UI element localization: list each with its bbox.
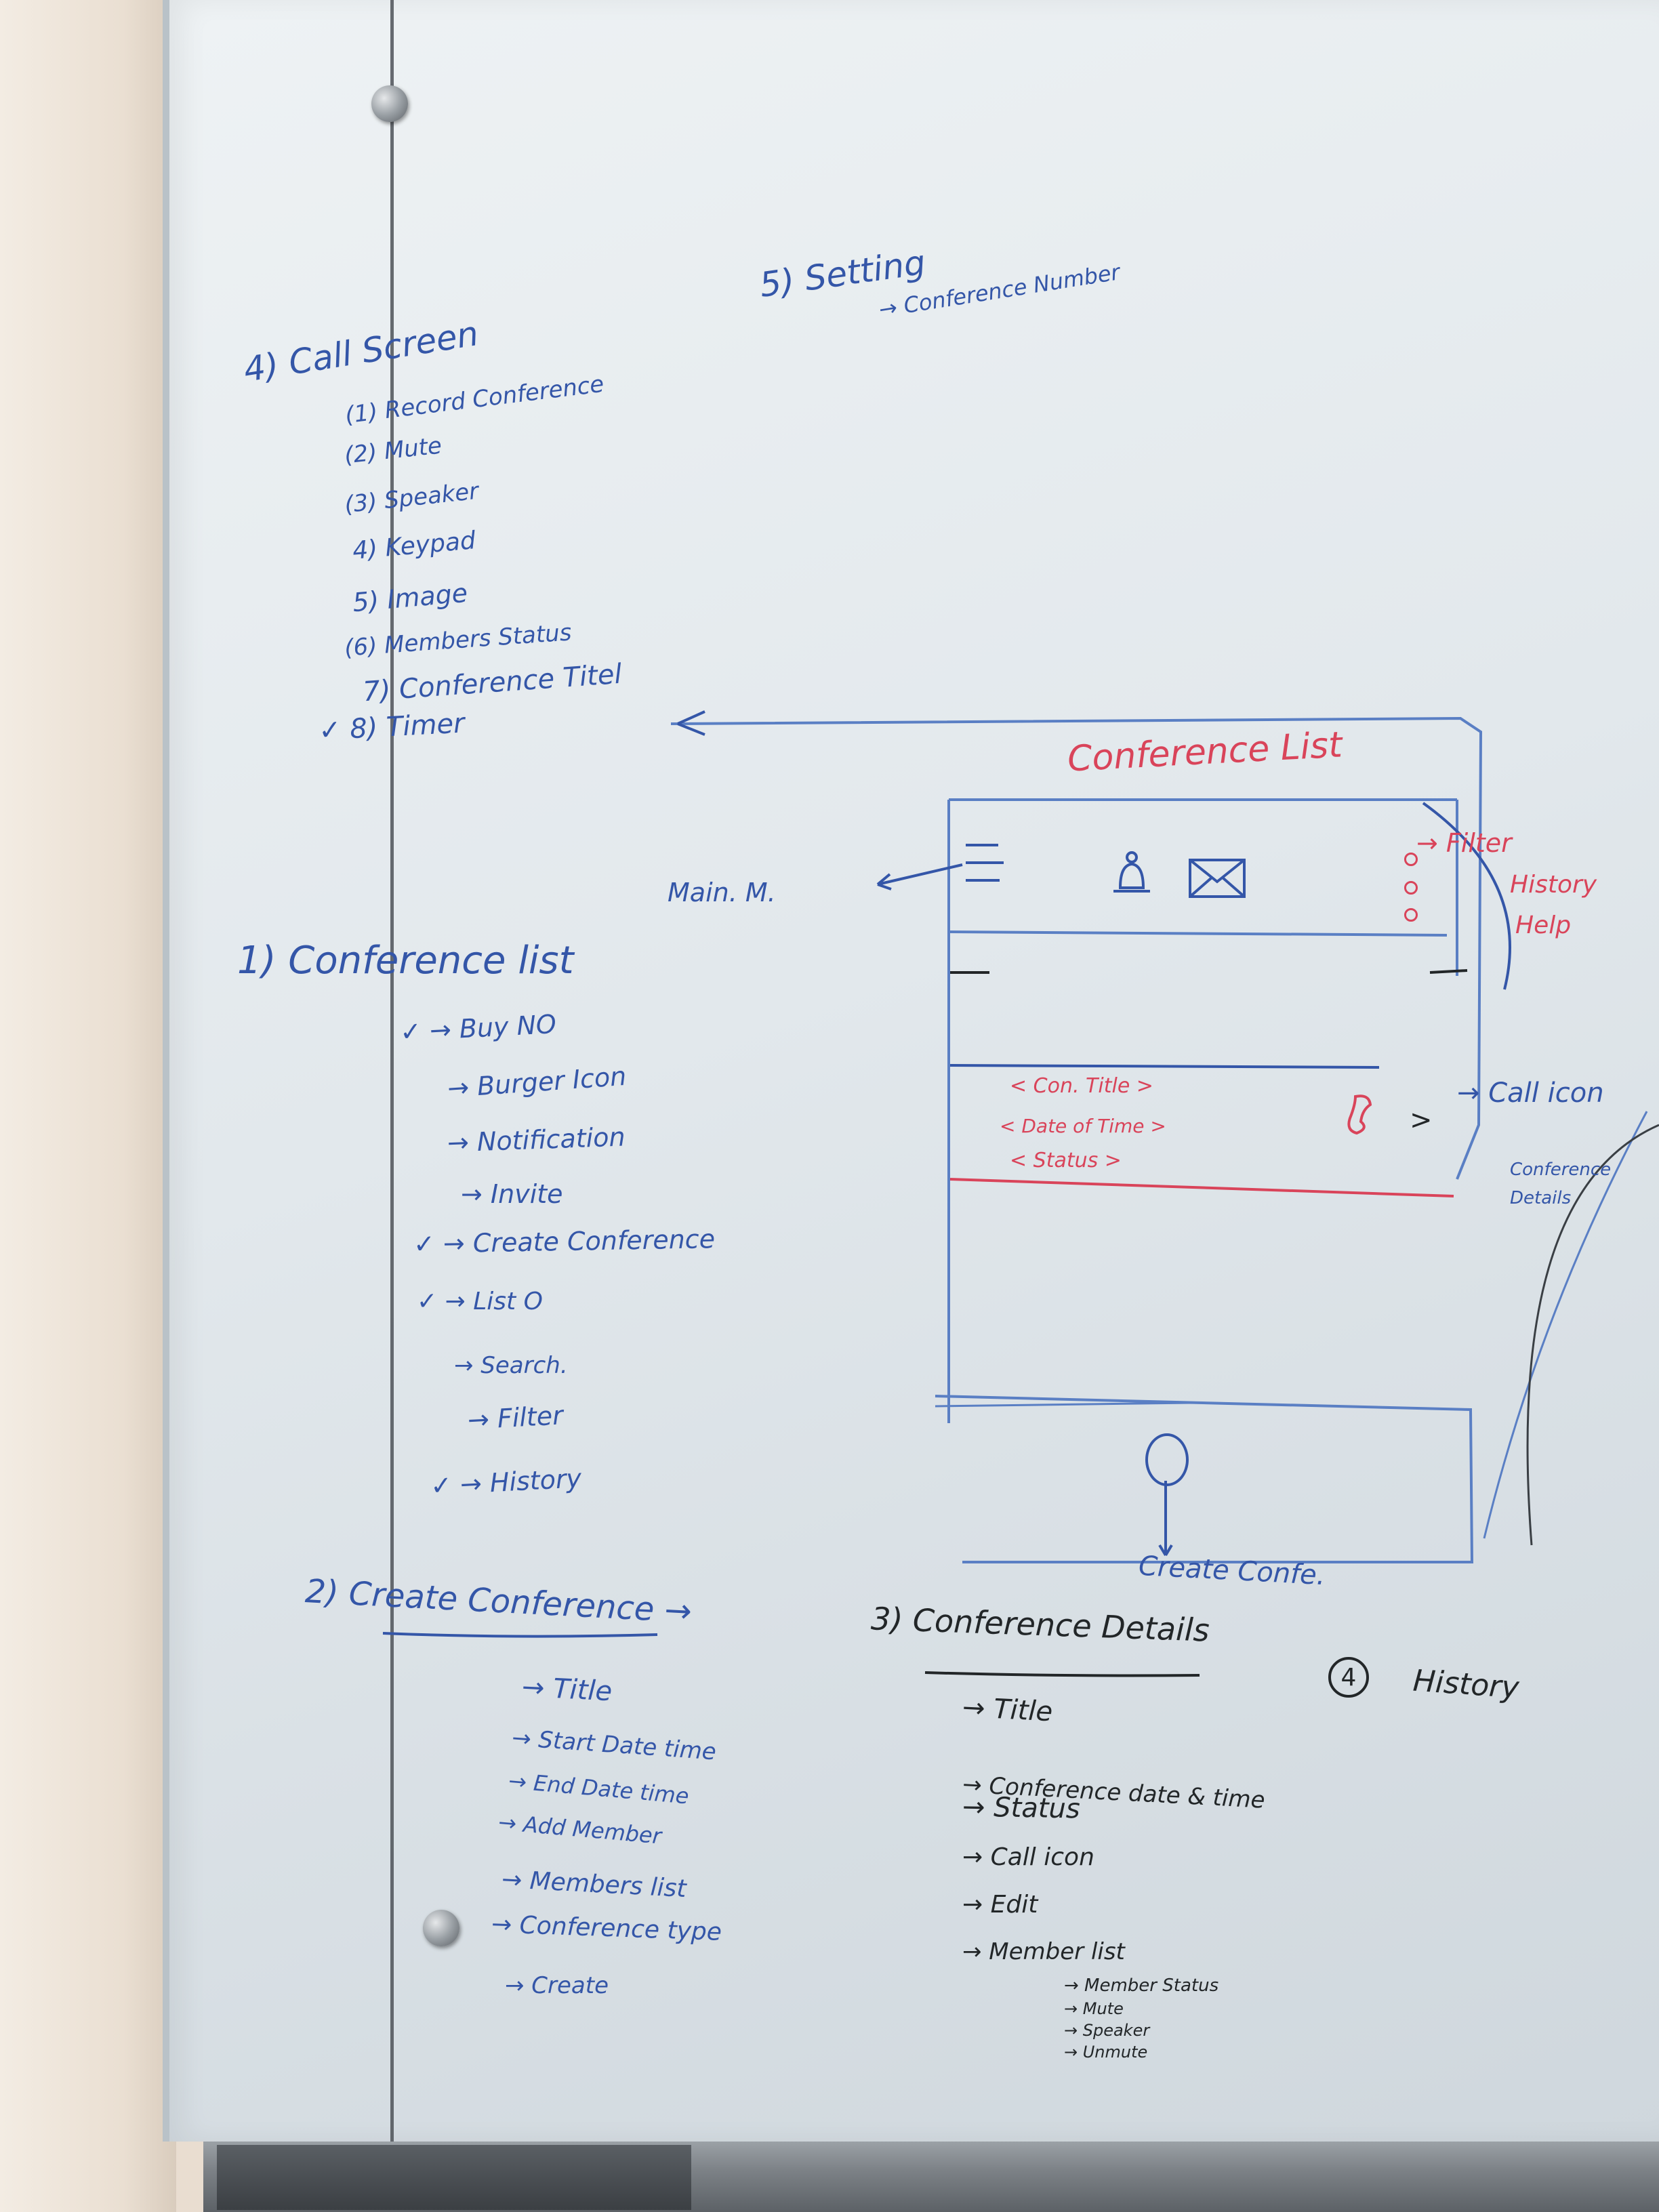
conference-details-subitem: → Speaker xyxy=(1064,2021,1150,2040)
notification-bell-icon[interactable] xyxy=(1108,851,1155,901)
board-divider-line xyxy=(390,0,394,2142)
mounting-bolt-top xyxy=(371,85,408,122)
hamburger-menu-icon[interactable] xyxy=(966,844,1004,882)
wall xyxy=(0,0,176,2212)
history-number-circle: 4 xyxy=(1328,1657,1369,1698)
conference-details-item: → Edit xyxy=(962,1891,1038,1919)
marker-tray-lip xyxy=(217,2145,691,2210)
conference-list-heading: 1) Conference list xyxy=(237,939,574,983)
conference-details-item: → Member list xyxy=(962,1938,1125,1965)
create-conference-arrow xyxy=(1158,1481,1173,1557)
create-conference-item: → Title xyxy=(520,1671,613,1708)
main-menu-label: Main. M. xyxy=(668,878,776,907)
conference-list-item: → Filter xyxy=(466,1400,564,1435)
conference-list-item: → Search. xyxy=(454,1352,568,1379)
card-status-placeholder: < Status > xyxy=(1010,1149,1122,1172)
conference-details-item: → Title xyxy=(961,1692,1054,1728)
menu-option-history: History xyxy=(1510,871,1597,899)
conference-details-label: Conference Details xyxy=(1510,1160,1612,1208)
menu-option-help: Help xyxy=(1515,912,1572,939)
create-conference-underline xyxy=(382,1632,658,1638)
conference-details-item: → Status xyxy=(962,1791,1081,1825)
conference-details-subitem: → Unmute xyxy=(1064,2043,1148,2062)
create-conference-item: → Create xyxy=(505,1972,609,1999)
call-icon-label: → Call icon xyxy=(1457,1078,1604,1109)
conference-details-underline xyxy=(924,1671,1200,1677)
conference-list-item: ✓ → List O xyxy=(417,1288,543,1315)
conference-list-item: → Notification xyxy=(447,1122,626,1158)
conference-list-item: → Invite xyxy=(461,1179,563,1209)
menu-option-filter: → Filter xyxy=(1416,828,1512,858)
mounting-bolt-bottom xyxy=(423,1910,459,1946)
conference-details-subitem: → Member Status xyxy=(1064,1975,1219,1996)
conference-details-subitem: → Mute xyxy=(1064,1999,1124,2018)
conference-details-item: → Call icon xyxy=(962,1843,1094,1871)
card-title-placeholder: < Con. Title > xyxy=(1010,1074,1153,1098)
call-phone-icon[interactable] xyxy=(1342,1091,1382,1139)
card-datetime-placeholder: < Date of Time > xyxy=(1000,1115,1166,1137)
main-menu-arrow xyxy=(876,863,963,890)
wireframe-drawing xyxy=(670,710,1659,1563)
invite-envelope-icon[interactable] xyxy=(1187,857,1248,901)
whiteboard xyxy=(163,0,1659,2142)
create-conference-fab-icon[interactable] xyxy=(1145,1433,1189,1486)
history-label: History xyxy=(1412,1663,1521,1706)
card-chevron-icon[interactable]: > xyxy=(1410,1105,1433,1136)
